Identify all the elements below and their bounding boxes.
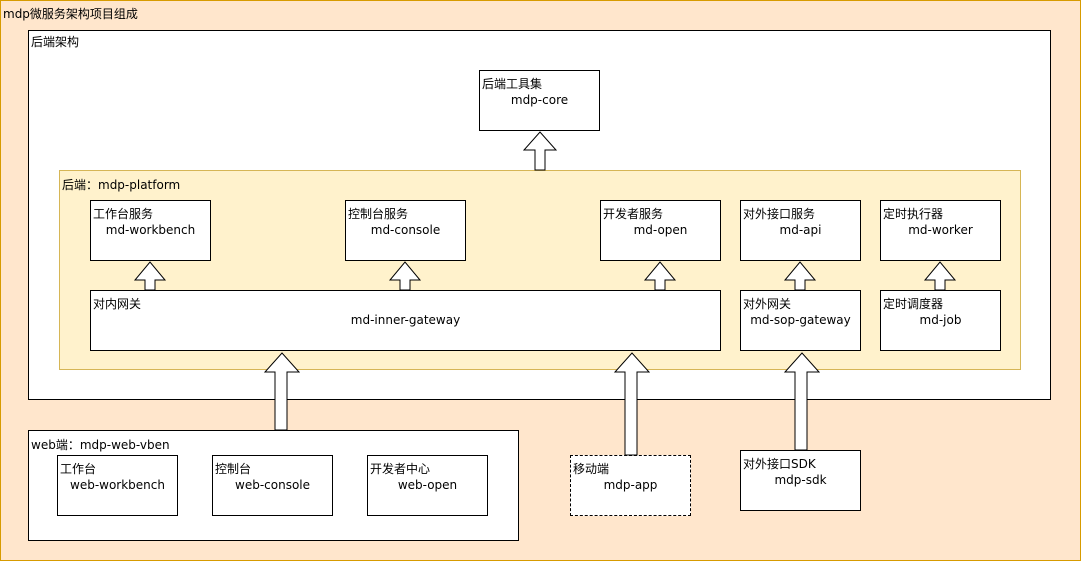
web-console-title: 控制台	[215, 462, 252, 476]
web-console-name: web-console	[235, 478, 310, 492]
arrow-job-to-worker	[923, 261, 957, 291]
open-service-name: md-open	[633, 223, 688, 237]
core-box: 后端工具集 mdp-core	[479, 70, 600, 131]
job-title: 定时调度器	[883, 297, 944, 311]
page-title: mdp微服务架构项目组成	[3, 7, 138, 21]
arrow-sop-to-api	[783, 261, 817, 291]
arrow-gateway-to-open	[643, 261, 677, 291]
api-service-name: md-api	[779, 223, 822, 237]
worker-service-name: md-worker	[908, 223, 973, 237]
web-console-box: 控制台 web-console	[212, 455, 333, 516]
mobile-name: mdp-app	[603, 478, 658, 492]
backend-title: 后端架构	[31, 35, 80, 49]
api-service-box: 对外接口服务 md-api	[740, 200, 861, 261]
platform-title: 后端：mdp-platform	[62, 178, 181, 192]
open-service-title: 开发者服务	[603, 207, 664, 221]
sop-gateway-box: 对外网关 md-sop-gateway	[740, 290, 861, 351]
web-title: web端：mdp-web-vben	[31, 438, 170, 452]
sop-gateway-title: 对外网关	[743, 297, 792, 311]
workbench-service-title: 工作台服务	[93, 207, 154, 221]
console-service-title: 控制台服务	[348, 207, 409, 221]
workbench-service-name: md-workbench	[105, 223, 196, 237]
workbench-service-box: 工作台服务 md-workbench	[90, 200, 211, 261]
web-open-box: 开发者中心 web-open	[367, 455, 488, 516]
inner-gateway-title: 对内网关	[93, 297, 142, 311]
web-workbench-box: 工作台 web-workbench	[57, 455, 178, 516]
sdk-title: 对外接口SDK	[743, 457, 816, 471]
arrow-sdk-to-sop	[783, 352, 821, 451]
sop-gateway-name: md-sop-gateway	[750, 313, 851, 327]
open-service-box: 开发者服务 md-open	[600, 200, 721, 261]
mobile-title: 移动端	[573, 462, 610, 476]
inner-gateway-name: md-inner-gateway	[350, 313, 461, 327]
web-workbench-name: web-workbench	[70, 478, 165, 492]
sdk-name: mdp-sdk	[774, 473, 827, 487]
inner-gateway-box: 对内网关 md-inner-gateway	[90, 290, 721, 351]
arrow-gateway-to-console	[388, 261, 422, 291]
web-open-name: web-open	[397, 478, 458, 492]
arrow-mobile-to-gateway	[613, 352, 651, 456]
api-service-title: 对外接口服务	[743, 207, 816, 221]
arrow-platform-to-core	[522, 131, 558, 171]
web-workbench-title: 工作台	[60, 462, 97, 476]
job-box: 定时调度器 md-job	[880, 290, 1001, 351]
arrow-gateway-to-workbench	[133, 261, 167, 291]
web-open-title: 开发者中心	[370, 462, 431, 476]
core-name: mdp-core	[510, 93, 569, 107]
arrow-web-to-gateway	[263, 352, 301, 431]
console-service-name: md-console	[370, 223, 441, 237]
worker-service-title: 定时执行器	[883, 207, 944, 221]
console-service-box: 控制台服务 md-console	[345, 200, 466, 261]
job-name: md-job	[919, 313, 962, 327]
worker-service-box: 定时执行器 md-worker	[880, 200, 1001, 261]
core-title: 后端工具集	[482, 77, 543, 91]
